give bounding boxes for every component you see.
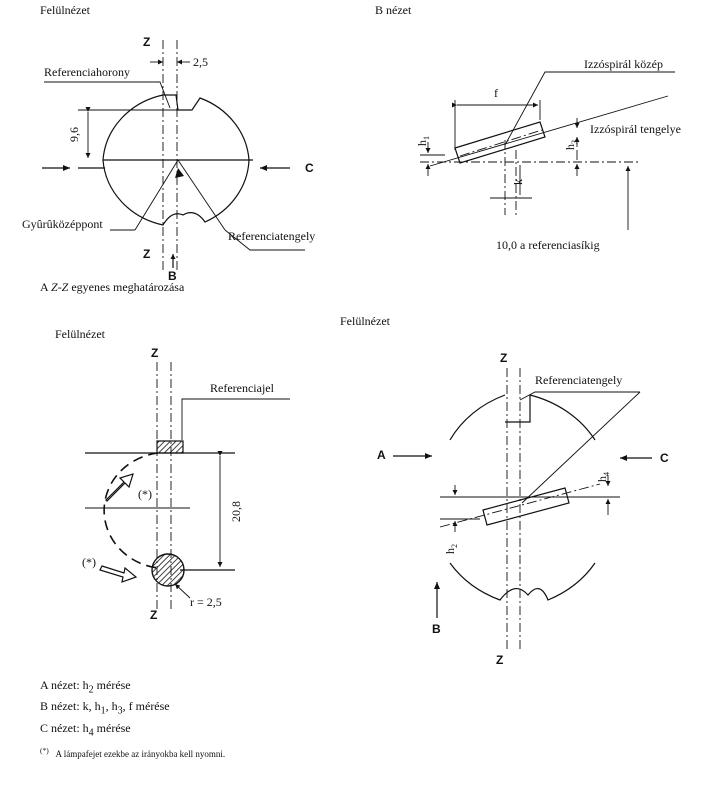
z-label-top: Z (143, 35, 150, 49)
panel-2: B nézet f Izzóspirál közép Izzóspirál te… (375, 3, 681, 252)
reference-mark (156, 440, 184, 454)
filament-p4 (482, 487, 570, 526)
label-referenciatengely-p4: Referenciatengely (535, 373, 622, 387)
dim-h1: h1 (415, 136, 431, 146)
pin-circle (151, 553, 185, 587)
z-label-bottom-p4: Z (496, 653, 503, 667)
filament (454, 121, 546, 164)
z-label-bottom-p3: Z (150, 608, 157, 622)
label-izzospiral-tengelye: Izzóspirál tengelye (590, 122, 681, 136)
z-label-top-p3: Z (151, 346, 158, 360)
rotation-arc (103, 452, 159, 569)
footnote: (*) A lámpafejet ezekbe az irányokba kel… (40, 746, 226, 760)
legend: A nézet: h2 mérése B nézet: k, h1, h3, f… (40, 677, 225, 762)
panel-1: Felülnézet Z Z 2,5 Referenciahorony 9,6 … (22, 3, 315, 294)
dim-k: k (511, 179, 525, 185)
label-gyurukozeppont: Gyûrûközéppont (22, 217, 103, 231)
z-label-top-p4: Z (500, 351, 507, 365)
dim-h2: h2 (443, 544, 459, 554)
legend-line-a: A nézet: h2 mérése (40, 678, 131, 696)
dim-2-5: 2,5 (193, 55, 208, 69)
panel-2-title: B nézet (375, 3, 412, 17)
dim-20-8: 20,8 (229, 501, 243, 522)
label-izzospiral-kozep: Izzóspirál közép (584, 57, 663, 71)
legend-line-c: C nézet: h4 mérése (40, 720, 131, 739)
panel-1-title: Felülnézet (40, 3, 91, 17)
z-label-bottom: Z (143, 247, 150, 261)
label-referenciatengely-p1: Referenciatengely (228, 229, 315, 243)
caption-p1: A Z-Z egyenes meghatározása (40, 280, 185, 294)
dim-h4: h4 (595, 472, 611, 482)
star-mark-1: (*) (138, 487, 152, 501)
arrow-a-label: A (377, 448, 386, 462)
filament-axis-line (429, 95, 669, 167)
label-referenciasik: 10,0 a referenciasíkig (496, 238, 600, 252)
dim-f: f (494, 86, 498, 100)
dim-h3: h3 (563, 140, 579, 150)
panel-3: Felülnézet Z Z Referenciajel 20,8 (*) (*… (55, 327, 290, 622)
ring-outline (102, 94, 250, 226)
star-mark-2: (*) (82, 555, 96, 569)
ring-arc-top-right (529, 394, 596, 441)
push-arrow-right (99, 565, 138, 583)
panel-4-title: Felülnézet (340, 314, 391, 328)
arrow-c-label-p1: C (305, 161, 314, 175)
label-referenciahorony: Referenciahorony (44, 65, 130, 79)
panel-4: Felülnézet Z Z Referenciatengely h2 h4 A (340, 314, 669, 667)
legend-line-b: B nézet: k, h1, h3, f mérése (40, 699, 170, 717)
push-arrow-upright (105, 473, 134, 502)
arrow-c-label-p4: C (660, 451, 669, 465)
ring-arc-bottom (449, 562, 596, 601)
panel-3-title: Felülnézet (55, 327, 106, 341)
arrow-b-label-p4: B (432, 622, 441, 636)
ring-arc-top-left (449, 394, 506, 441)
label-radius: r = 2,5 (190, 595, 222, 609)
label-referenciajel: Referenciajel (210, 381, 275, 395)
dim-9-6: 9,6 (67, 127, 81, 142)
arrow-b-label-p1: B (168, 269, 177, 283)
